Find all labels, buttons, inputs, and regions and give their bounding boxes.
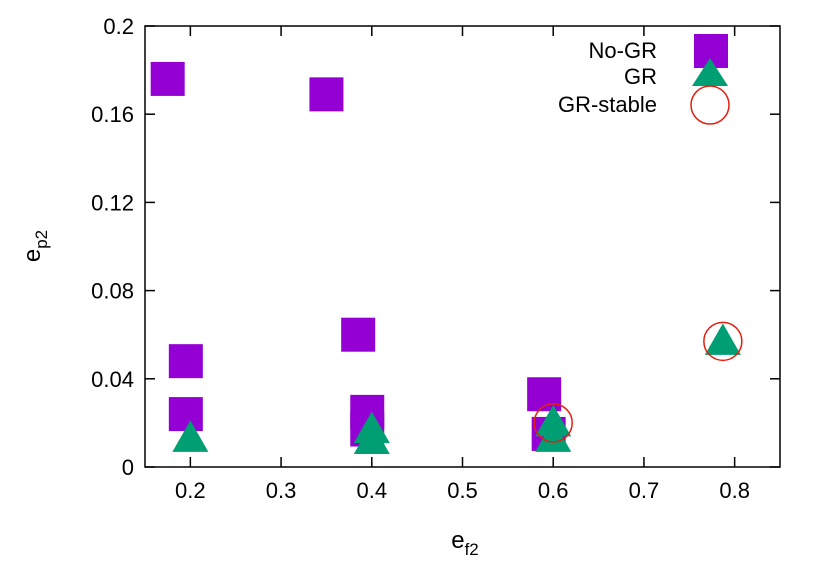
nogr-square-marker — [309, 77, 344, 112]
nogr-square-marker — [341, 317, 376, 352]
y-tick-label: 0.2 — [103, 14, 134, 39]
legend: No-GR GR GR-stable — [558, 34, 730, 125]
tick-labels: 0.2 0.3 0.4 0.5 0.6 0.7 0.8 0 0.04 0.08 0.12 0.16 0.… — [91, 14, 750, 503]
plot-frame — [144, 25, 781, 468]
y-tick-label: 0 — [122, 455, 134, 480]
y-tick-label: 0.12 — [91, 190, 134, 215]
x-tick-label: 0.7 — [629, 478, 660, 503]
nogr-square-marker — [168, 397, 203, 432]
axis-ticks — [145, 25, 780, 468]
x-axis-label: ef2 — [451, 527, 479, 559]
y-tick-label: 0.08 — [91, 279, 134, 304]
legend-label-gr: GR — [624, 64, 657, 89]
x-tick-label: 0.4 — [356, 478, 387, 503]
nogr-square-marker — [168, 344, 203, 379]
grstable-circle-marker — [533, 403, 573, 443]
x-tick-label: 0.6 — [538, 478, 569, 503]
x-tick-label: 0.2 — [175, 478, 206, 503]
x-axis-label-base: e — [451, 527, 464, 554]
data-marks — [150, 61, 743, 455]
gr-triangle-marker — [704, 323, 741, 355]
gr-triangle-marker — [535, 420, 572, 452]
x-tick-label: 0.8 — [719, 478, 750, 503]
x-axis-label-sub: f2 — [465, 540, 479, 559]
gr-triangle-marker — [353, 422, 390, 455]
gr-triangle-marker — [172, 420, 209, 452]
x-tick-label: 0.3 — [266, 478, 297, 503]
legend-label-nogr: No-GR — [589, 38, 657, 63]
legend-label-grstable: GR-stable — [558, 92, 657, 117]
y-tick-label: 0.04 — [91, 367, 134, 392]
grstable-circle-marker — [703, 321, 743, 362]
legend-marker-gr — [692, 58, 728, 86]
y-tick-label: 0.16 — [91, 102, 134, 127]
y-axis-label-base: e — [19, 249, 46, 262]
x-tick-label: 0.5 — [447, 478, 478, 503]
y-axis-label-sub: p2 — [32, 230, 51, 249]
legend-marker-grstable — [690, 85, 730, 125]
y-axis-label: ep2 — [19, 230, 51, 262]
nogr-square-marker — [150, 61, 185, 96]
